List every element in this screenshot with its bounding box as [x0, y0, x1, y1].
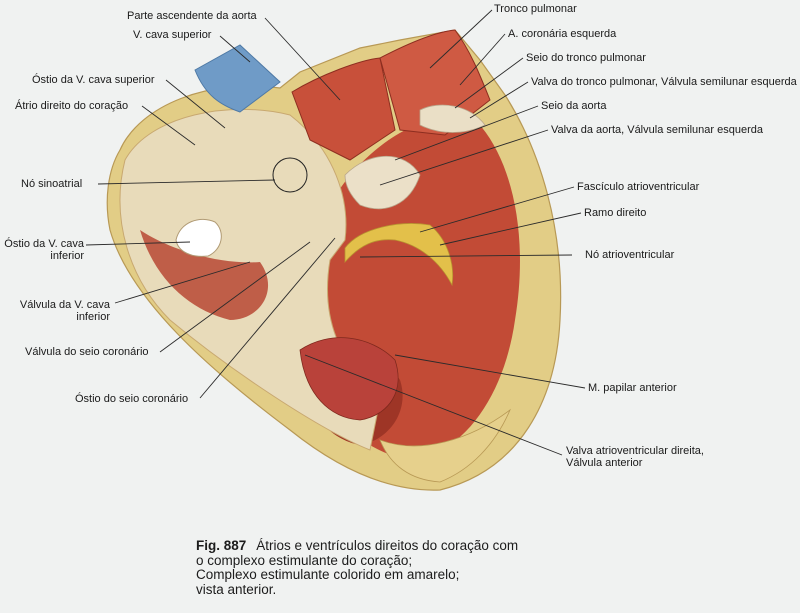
leader-ostio-v-cava-inferior — [85, 241, 191, 246]
inferior-vena-cava-ostium — [175, 218, 222, 257]
superior-vena-cava — [194, 44, 281, 113]
label-ostio-seio-coronario: Óstio do seio coronário — [75, 393, 189, 405]
label-ostio-v-cava-superior: Óstio da V. cava superior — [32, 74, 155, 86]
leader-v-cava-superior — [219, 35, 251, 63]
leader-parte-ascendente-aorta — [264, 17, 341, 101]
leader-seio-tronco-pulmonar — [454, 57, 524, 109]
label-m-papilar-anterior: M. papilar anterior — [588, 382, 677, 394]
label-atrio-direito: Átrio direito do coração — [15, 100, 129, 112]
leader-valva-tronco-pulmonar — [469, 81, 529, 119]
label-seio-tronco-pulmonar: Seio do tronco pulmonar — [526, 52, 646, 64]
sinoatrial-node-marker — [272, 157, 308, 193]
leader-seio-aorta — [394, 105, 539, 161]
pectinate-muscles — [140, 230, 269, 320]
leader-ramo-direito — [439, 212, 582, 246]
leader-no-sinoatrial — [97, 179, 276, 185]
leader-lines — [85, 9, 586, 456]
label-valva-aorta: Valva da aorta, Válvula semilunar esquer… — [551, 124, 763, 136]
caption-line-4: vista anterior. — [196, 581, 277, 597]
label-seio-aorta: Seio da aorta — [541, 100, 607, 112]
label-parte-ascendente-aorta: Parte ascendente da aorta — [127, 10, 257, 22]
leader-tronco-pulmonar — [429, 9, 493, 69]
label-ramo-direito: Ramo direito — [584, 207, 647, 219]
figure-caption: Fig. 887 Átrios e ventrículos direitos do… — [196, 538, 519, 597]
pulmonary-valve — [419, 104, 486, 133]
leader-fasciculo-atrioventricular — [419, 186, 575, 233]
ascending-aorta — [291, 57, 396, 161]
label-valva-av-direita: Valva atrioventricular direita, Válvula … — [566, 445, 704, 469]
label-no-atrioventricular: Nó atrioventricular — [585, 249, 675, 261]
leader-ostio-v-cava-superior — [165, 79, 226, 129]
caption-line-1: Átrios e ventrículos direitos do coração… — [256, 538, 519, 553]
leader-a-coronaria-esquerda — [459, 33, 506, 86]
ventricular-wall-section — [379, 408, 511, 483]
label-valvula-seio-coronario: Válvula do seio coronário — [25, 346, 149, 358]
label-a-coronaria-esquerda: A. coronária esquerda — [508, 28, 617, 40]
leader-m-papilar-anterior — [394, 354, 586, 389]
leader-ostio-seio-coronario — [199, 237, 336, 399]
label-valva-tronco-pulmonar: Valva do tronco pulmonar, Válvula semilu… — [531, 76, 797, 88]
label-ostio-v-cava-inferior: Óstio da V. cava inferior — [4, 238, 84, 262]
leader-atrio-direito — [141, 105, 196, 146]
caption-line-3: Complexo estimulante colorido em amarelo… — [196, 567, 460, 582]
leader-valva-av-direita — [304, 354, 563, 456]
caption-line-2: o complexo estimulante do coração; — [196, 552, 413, 568]
atrioventricular-valve-leaflet — [299, 337, 399, 421]
label-no-sinoatrial: Nó sinoatrial — [21, 178, 83, 190]
label-valvula-v-cava-inferior: Válvula da V. cava inferior — [19, 299, 110, 323]
label-tronco-pulmonar: Tronco pulmonar — [494, 3, 577, 15]
label-fasciculo-atrioventricular: Fascículo atrioventricular — [577, 181, 700, 193]
leader-valvula-v-cava-inferior — [114, 261, 251, 304]
aortic-valve — [344, 155, 421, 210]
conduction-system-bundle — [344, 223, 454, 287]
figure-number: Fig. 887 — [196, 538, 247, 553]
label-v-cava-superior: V. cava superior — [133, 29, 212, 41]
leader-valva-aorta — [379, 129, 549, 186]
leader-no-atrioventricular — [359, 254, 573, 258]
leader-valvula-seio-coronario — [159, 241, 311, 353]
